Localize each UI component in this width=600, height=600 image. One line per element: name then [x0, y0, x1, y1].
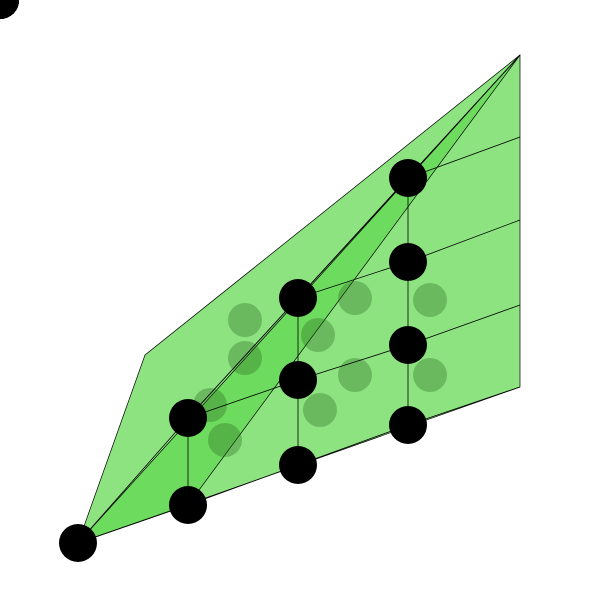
hidden-lattice-nodes — [193, 281, 447, 457]
lattice-node-hidden — [301, 318, 335, 352]
lattice-node — [389, 406, 427, 444]
lattice-node — [59, 524, 97, 562]
lattice-edge-front — [407, 386, 521, 426]
lattice-node — [169, 399, 207, 437]
lattice-node — [389, 326, 427, 364]
lattice-edge-front — [297, 261, 409, 299]
lattice-edge-front — [187, 54, 521, 419]
lattice-nodes — [0, 0, 427, 562]
lattice-node — [279, 279, 317, 317]
lattice-node-hidden — [228, 341, 262, 375]
lattice-node — [279, 361, 317, 399]
lattice-node — [389, 159, 427, 197]
lattice-edge-front — [77, 504, 189, 544]
lattice-node — [169, 486, 207, 524]
lattice-edge-front — [297, 344, 409, 381]
lattice-node-hidden — [303, 393, 337, 427]
lattice-node-hidden — [338, 281, 372, 315]
lattice-node-hidden — [413, 283, 447, 317]
lattice-node — [0, 0, 19, 19]
lattice-edge-front — [77, 417, 189, 544]
lattice-node-hidden — [413, 358, 447, 392]
lattice-edge-front — [187, 379, 299, 419]
lattice-edge-front — [187, 464, 299, 506]
lattice-node — [279, 446, 317, 484]
lattice-node-hidden — [228, 303, 262, 337]
lattice-node — [389, 243, 427, 281]
lattice-node-hidden — [338, 358, 372, 392]
lattice-edge-front — [297, 424, 409, 466]
lattice-edge-front — [407, 219, 521, 263]
lattice-node-hidden — [208, 423, 242, 457]
lattice-edge-front — [407, 136, 521, 179]
lattice-edge-front — [407, 304, 521, 346]
